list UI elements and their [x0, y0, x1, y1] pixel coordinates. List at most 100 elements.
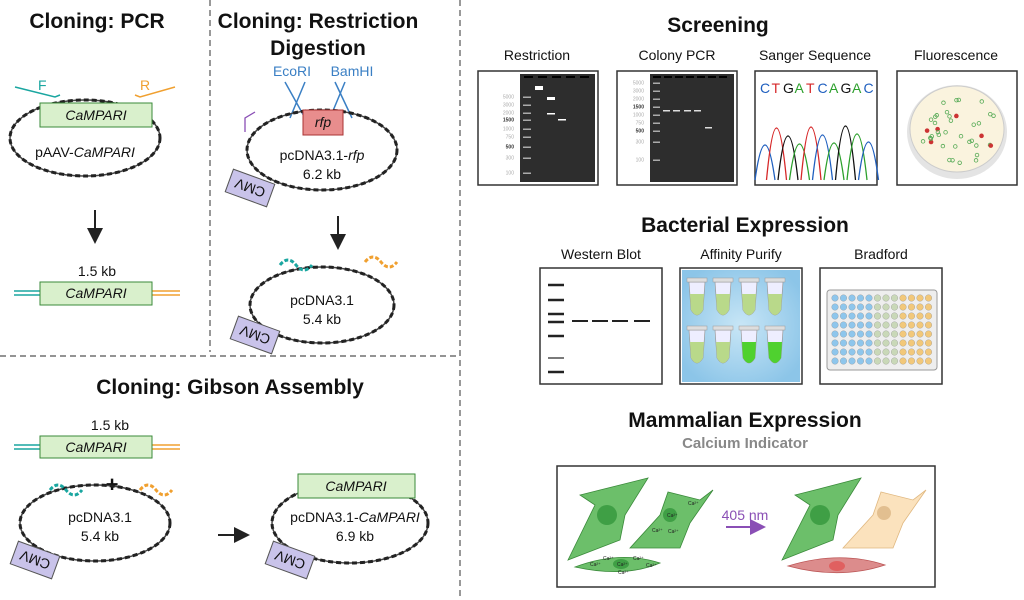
- well: [857, 303, 864, 311]
- gel-band: [663, 110, 670, 112]
- colony: [974, 143, 979, 148]
- well: [874, 303, 881, 311]
- well: [925, 339, 932, 347]
- insert-label: CaMPARI: [65, 439, 126, 455]
- well: [857, 321, 864, 329]
- colony: [948, 118, 954, 123]
- tube-liquid: [742, 294, 756, 315]
- gel-band: [673, 110, 680, 112]
- colony-fluorescent: [988, 143, 994, 148]
- rfp-box: [302, 109, 344, 136]
- well: [831, 294, 839, 302]
- ladder-label: 5000: [633, 81, 644, 87]
- well: [874, 330, 881, 338]
- product-size: 6.9 kb: [336, 528, 374, 544]
- panel-label: Fluorescence: [914, 47, 998, 63]
- well: [908, 303, 915, 311]
- colony: [928, 136, 934, 141]
- well: [848, 312, 856, 320]
- gel-colony-pcr: [650, 74, 734, 182]
- well: [899, 357, 907, 365]
- restriction-section: Cloning: Restriction Digestion EcoRI Bam…: [218, 10, 418, 355]
- trace-peak: [777, 135, 799, 181]
- bacterial-title: Bacterial Expression: [641, 214, 849, 237]
- well: [891, 348, 898, 356]
- ladder-band: [653, 90, 660, 92]
- well: [840, 339, 847, 347]
- well: [891, 294, 898, 302]
- tubes: [686, 277, 786, 364]
- base-letter: G: [841, 80, 852, 96]
- well: [899, 348, 907, 356]
- ladder-band: [653, 98, 660, 100]
- well: [916, 339, 924, 347]
- ladder-label: 500: [636, 129, 645, 135]
- tube-cap: [712, 325, 734, 331]
- ladder-label: 1500: [633, 105, 644, 111]
- colony: [936, 132, 942, 138]
- well: [865, 339, 873, 347]
- colony-fluorescent: [954, 113, 959, 119]
- cmv-promoter: CMV: [224, 168, 276, 208]
- tube-liquid: [690, 294, 704, 315]
- well: [882, 348, 890, 356]
- gel-well: [566, 76, 575, 78]
- product-plasmid-label: pcDNA3.1-CaMPARI: [290, 509, 420, 525]
- vector-size: 5.4 kb: [81, 528, 119, 544]
- gel-well: [697, 76, 705, 78]
- ladder-label: 300: [636, 140, 645, 146]
- well: [916, 357, 924, 365]
- gel-band: [535, 86, 543, 90]
- ladder-band: [523, 119, 531, 121]
- well: [882, 303, 890, 311]
- well: [865, 330, 873, 338]
- ladder-label: 2000: [633, 97, 644, 103]
- tube-liquid: [768, 294, 782, 315]
- well: [857, 312, 864, 320]
- well: [882, 321, 890, 329]
- well: [848, 339, 856, 347]
- tube-liquid: [768, 342, 782, 363]
- panel-label: Affinity Purify: [700, 246, 781, 262]
- well: [840, 312, 847, 320]
- ladder-label: 100: [506, 171, 515, 177]
- promoter-arrow: [244, 111, 256, 132]
- well: [840, 330, 847, 338]
- well: [908, 294, 915, 302]
- well: [874, 294, 881, 302]
- well: [840, 357, 847, 365]
- ladder-label: 3000: [503, 103, 514, 109]
- well: [831, 348, 839, 356]
- base-letter: C: [864, 80, 874, 96]
- gel-well: [580, 76, 589, 78]
- well: [865, 312, 873, 320]
- gel-well: [664, 76, 672, 78]
- svg-text:Ca²⁺: Ca²⁺: [652, 528, 663, 534]
- ladder-band: [523, 146, 531, 148]
- well: [882, 294, 890, 302]
- colony: [920, 139, 926, 144]
- svg-text:Ca²⁺: Ca²⁺: [646, 563, 657, 569]
- well: [899, 330, 907, 338]
- cells-before: [567, 477, 714, 573]
- pcr-product-size: 1.5 kb: [78, 263, 116, 279]
- well: [916, 330, 924, 338]
- base-letter: G: [783, 80, 794, 96]
- gel-well: [524, 76, 533, 78]
- gibson-title: Cloning: Gibson Assembly: [96, 376, 364, 399]
- panel-label: Colony PCR: [638, 47, 715, 63]
- well: [925, 321, 932, 329]
- well: [908, 348, 915, 356]
- colonies: [920, 97, 996, 165]
- svg-text:Ca²⁺: Ca²⁺: [590, 562, 601, 568]
- well: [925, 348, 932, 356]
- colony: [941, 100, 946, 105]
- well: [908, 339, 915, 347]
- ladder-band: [653, 159, 660, 161]
- well: [848, 348, 856, 356]
- tube-cap: [712, 277, 734, 283]
- ladder-label: 750: [506, 135, 515, 141]
- trace-peak: [765, 127, 788, 181]
- colony: [950, 158, 955, 163]
